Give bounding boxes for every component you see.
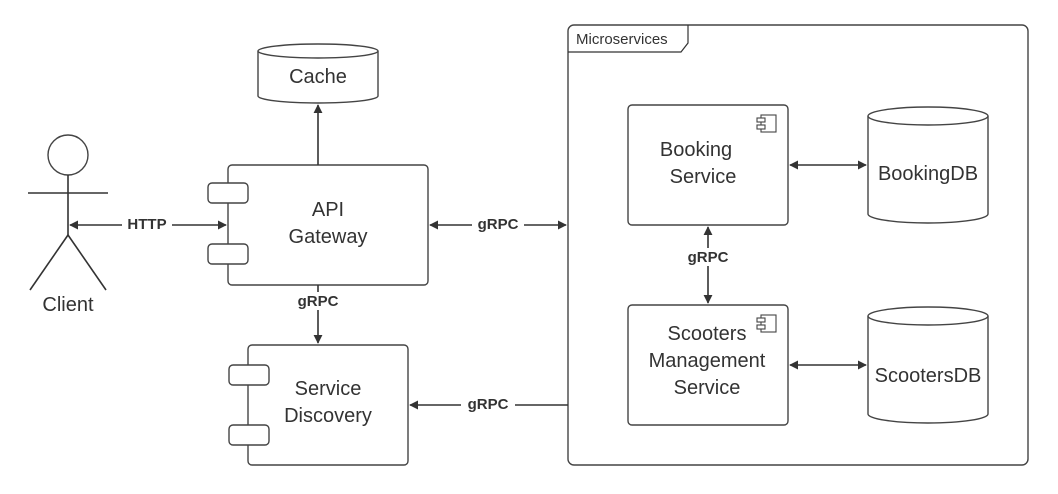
component-icon bbox=[756, 114, 777, 133]
edge-label-bg bbox=[122, 215, 172, 233]
actor-left-leg bbox=[29, 234, 69, 291]
edge-gateway-microservices-label: gRPC bbox=[478, 216, 519, 233]
scooters-service-label-line2: Management bbox=[649, 350, 766, 372]
edge-client-gateway: HTTP bbox=[69, 215, 227, 233]
actor-head bbox=[47, 134, 89, 176]
edge-gateway-discovery-label: gRPC bbox=[298, 293, 339, 310]
microservices-frame-label: Microservices bbox=[576, 31, 668, 48]
edge-label-bg bbox=[472, 215, 524, 233]
cache-database: Cache bbox=[257, 43, 379, 104]
scooters-db-label: ScootersDB bbox=[875, 365, 982, 387]
api-gateway-port-top bbox=[207, 182, 249, 204]
edge-booking-scooters: gRPC bbox=[681, 226, 735, 304]
edge-label-bg bbox=[461, 395, 515, 413]
service-discovery-label-line2: Discovery bbox=[284, 405, 372, 427]
edge-gateway-microservices: gRPC bbox=[429, 215, 567, 233]
edge-client-gateway-label: HTTP bbox=[127, 216, 166, 233]
service-discovery-port-bottom bbox=[228, 424, 270, 446]
edge-label-bg bbox=[681, 248, 735, 266]
cache-top bbox=[257, 43, 379, 59]
booking-service-box bbox=[627, 104, 789, 226]
edge-label-bg bbox=[292, 292, 344, 310]
actor-right-leg bbox=[67, 234, 107, 291]
booking-service-label-line1: Booking bbox=[660, 139, 732, 161]
service-discovery-component: Service Discovery bbox=[228, 344, 409, 466]
scooters-db-body bbox=[867, 316, 989, 424]
api-gateway-component: API Gateway bbox=[207, 164, 429, 286]
cache-label: Cache bbox=[289, 66, 347, 88]
service-discovery-box bbox=[247, 344, 409, 466]
microservices-frame-tab bbox=[568, 25, 689, 53]
scooters-service-label-line1: Scooters bbox=[668, 323, 747, 345]
scooters-db-top bbox=[867, 306, 989, 326]
edge-microservices-discovery-label: gRPC bbox=[468, 396, 509, 413]
scooters-service-label-line3: Service bbox=[674, 377, 741, 399]
booking-service-component: Booking Service bbox=[627, 104, 789, 226]
service-discovery-port-top bbox=[228, 364, 270, 386]
scooters-service-box bbox=[627, 304, 789, 426]
booking-service-label-line2: Service bbox=[670, 166, 737, 188]
api-gateway-label-line1: API bbox=[312, 199, 344, 221]
booking-db-top bbox=[867, 106, 989, 126]
client-label: Client bbox=[42, 294, 94, 316]
booking-db-body bbox=[867, 116, 989, 224]
cache-body bbox=[257, 51, 379, 104]
edge-gateway-discovery: gRPC bbox=[292, 285, 344, 344]
service-discovery-label-line1: Service bbox=[295, 378, 362, 400]
booking-db-label: BookingDB bbox=[878, 163, 978, 185]
edge-booking-scooters-label: gRPC bbox=[688, 249, 729, 266]
scooters-service-component: Scooters Management Service bbox=[627, 304, 789, 426]
api-gateway-label-line2: Gateway bbox=[289, 226, 368, 248]
scooters-db: ScootersDB bbox=[867, 306, 989, 424]
client-actor: Client bbox=[28, 134, 108, 316]
edge-microservices-discovery: gRPC bbox=[409, 395, 568, 413]
booking-db: BookingDB bbox=[867, 106, 989, 224]
api-gateway-port-bottom bbox=[207, 243, 249, 265]
api-gateway-box bbox=[227, 164, 429, 286]
component-icon bbox=[756, 314, 777, 333]
